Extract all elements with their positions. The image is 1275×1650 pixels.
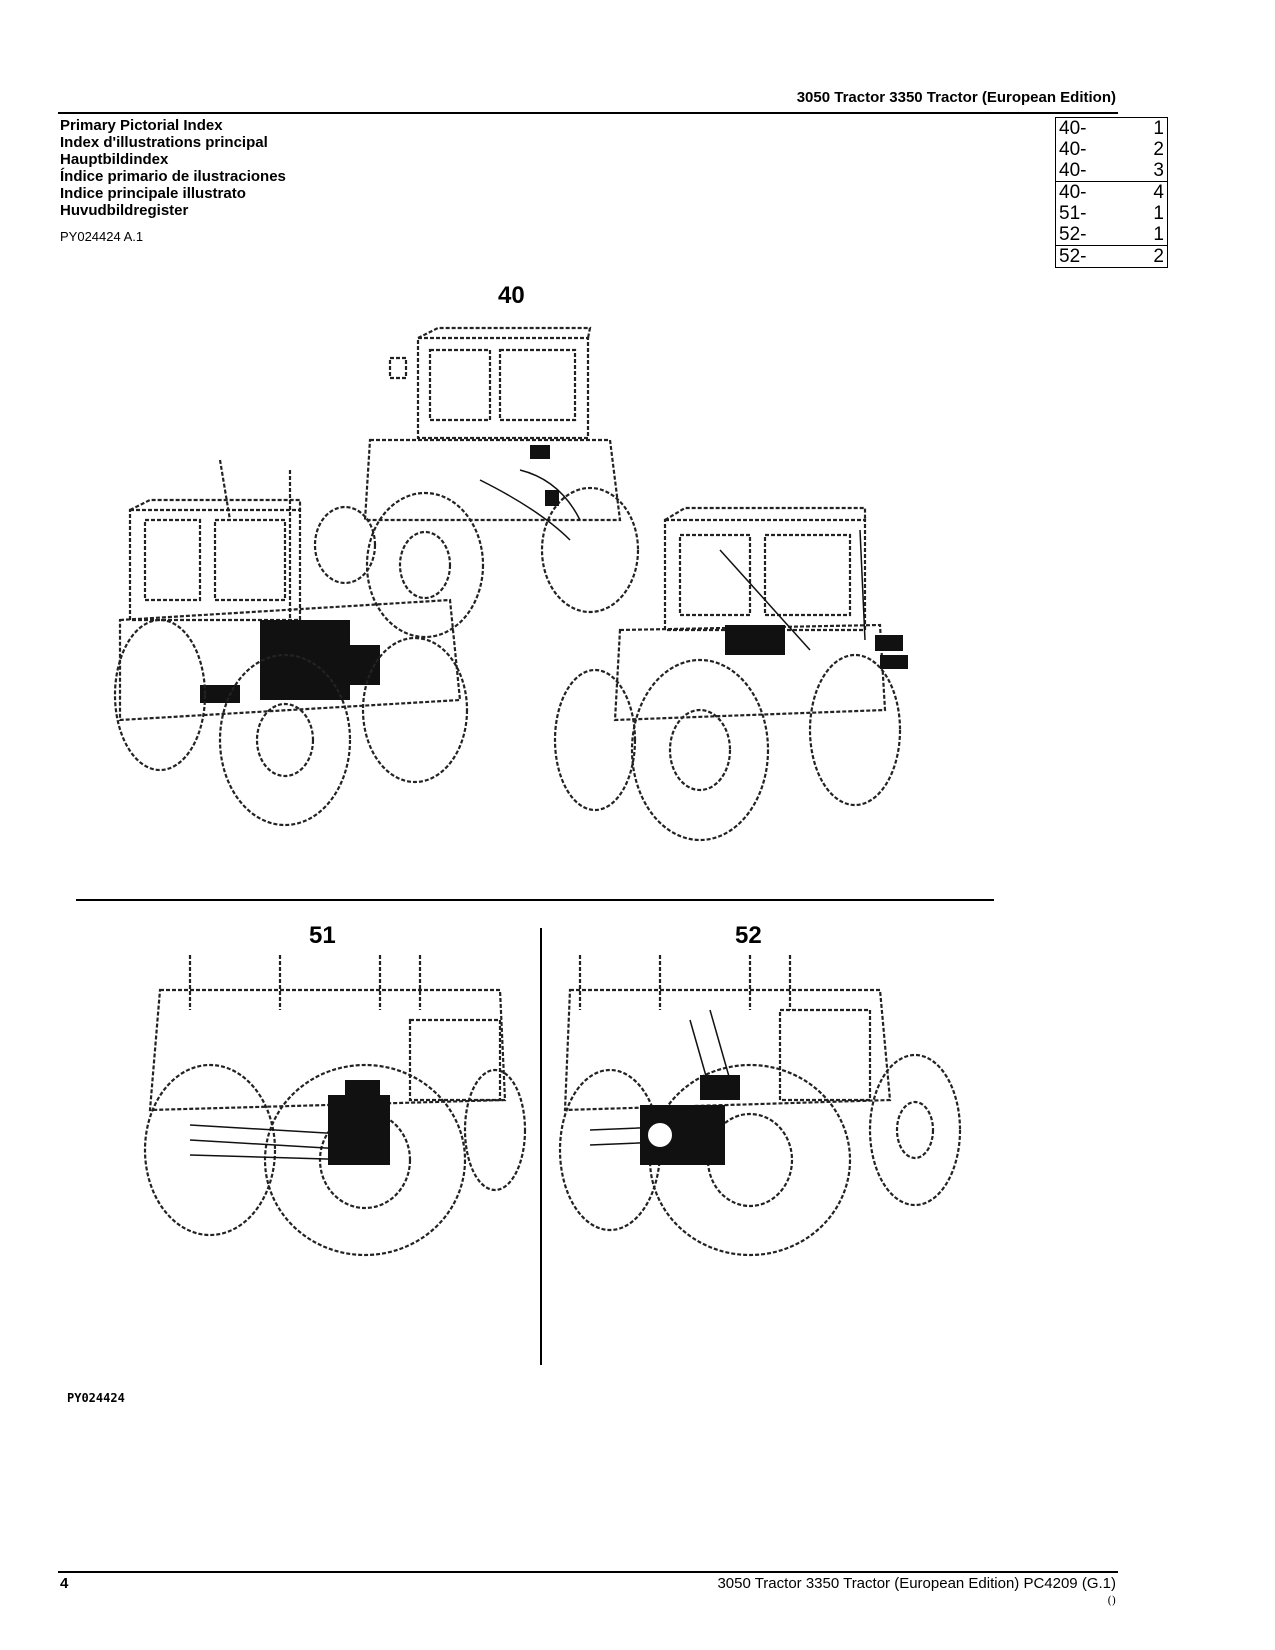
index-group: 40- <box>1055 181 1131 203</box>
index-group: 52- <box>1055 245 1131 268</box>
component-52-illustration <box>558 955 962 1257</box>
header-divider <box>58 112 1118 114</box>
table-row[interactable]: 52- 1 <box>1056 224 1168 246</box>
title-spanish: Índice primario de ilustraciones <box>60 168 286 185</box>
document-title: 3050 Tractor 3350 Tractor (European Edit… <box>796 89 1116 106</box>
index-group: 52- <box>1059 224 1087 245</box>
index-number: 3 <box>1153 160 1164 181</box>
image-code: PY024424 <box>67 1391 125 1405</box>
index-number: 4 <box>1130 181 1168 203</box>
index-group: 40- <box>1059 118 1087 139</box>
page-number: 4 <box>60 1575 69 1592</box>
title-english: Primary Pictorial Index <box>60 117 223 134</box>
title-german: Hauptbildindex <box>60 151 169 168</box>
index-group: 40- <box>1059 160 1087 181</box>
index-titles: Primary Pictorial Index Index d'illustra… <box>60 117 286 219</box>
title-swedish: Huvudbildregister <box>60 202 189 219</box>
table-row[interactable]: 52-2 <box>1055 245 1168 268</box>
tractor-rear-right-view <box>553 506 908 842</box>
index-group: 51- <box>1059 203 1087 224</box>
reference-code: PY024424 A.1 <box>60 229 144 244</box>
table-row[interactable]: 51- 1 <box>1056 203 1168 224</box>
footer-mark: () <box>1107 1594 1116 1607</box>
index-table: 40-1 40-2 40-3 40-4 51-1 52-1 52-2 <box>1055 117 1168 268</box>
tractors-overview-illustration <box>113 326 908 842</box>
index-number: 1 <box>1153 203 1164 224</box>
tractor-front-left-view <box>113 459 469 827</box>
footer-divider <box>58 1571 1118 1573</box>
title-french: Index d'illustrations principal <box>60 134 268 151</box>
figure-label-52: 52 <box>735 922 762 949</box>
tractor-rear-view <box>313 326 640 639</box>
table-row[interactable]: 40-4 <box>1055 181 1168 203</box>
title-italian: Indice principale illustrato <box>60 185 246 202</box>
table-row[interactable]: 40- 1 <box>1056 118 1168 140</box>
index-number: 2 <box>1130 245 1168 268</box>
footer-text: 3050 Tractor 3350 Tractor (European Edit… <box>717 1575 1116 1592</box>
index-number: 1 <box>1153 224 1164 245</box>
index-number: 1 <box>1153 118 1164 139</box>
figure-label-51: 51 <box>309 922 336 949</box>
figure-label-40: 40 <box>498 282 525 309</box>
component-51-illustration <box>143 955 527 1257</box>
index-group: 40- <box>1059 139 1087 160</box>
table-row[interactable]: 40- 2 <box>1056 139 1168 160</box>
index-number: 2 <box>1153 139 1164 160</box>
figure-divider <box>76 899 994 901</box>
table-row[interactable]: 40- 3 <box>1056 160 1168 182</box>
figure-vertical-divider <box>540 928 542 1365</box>
